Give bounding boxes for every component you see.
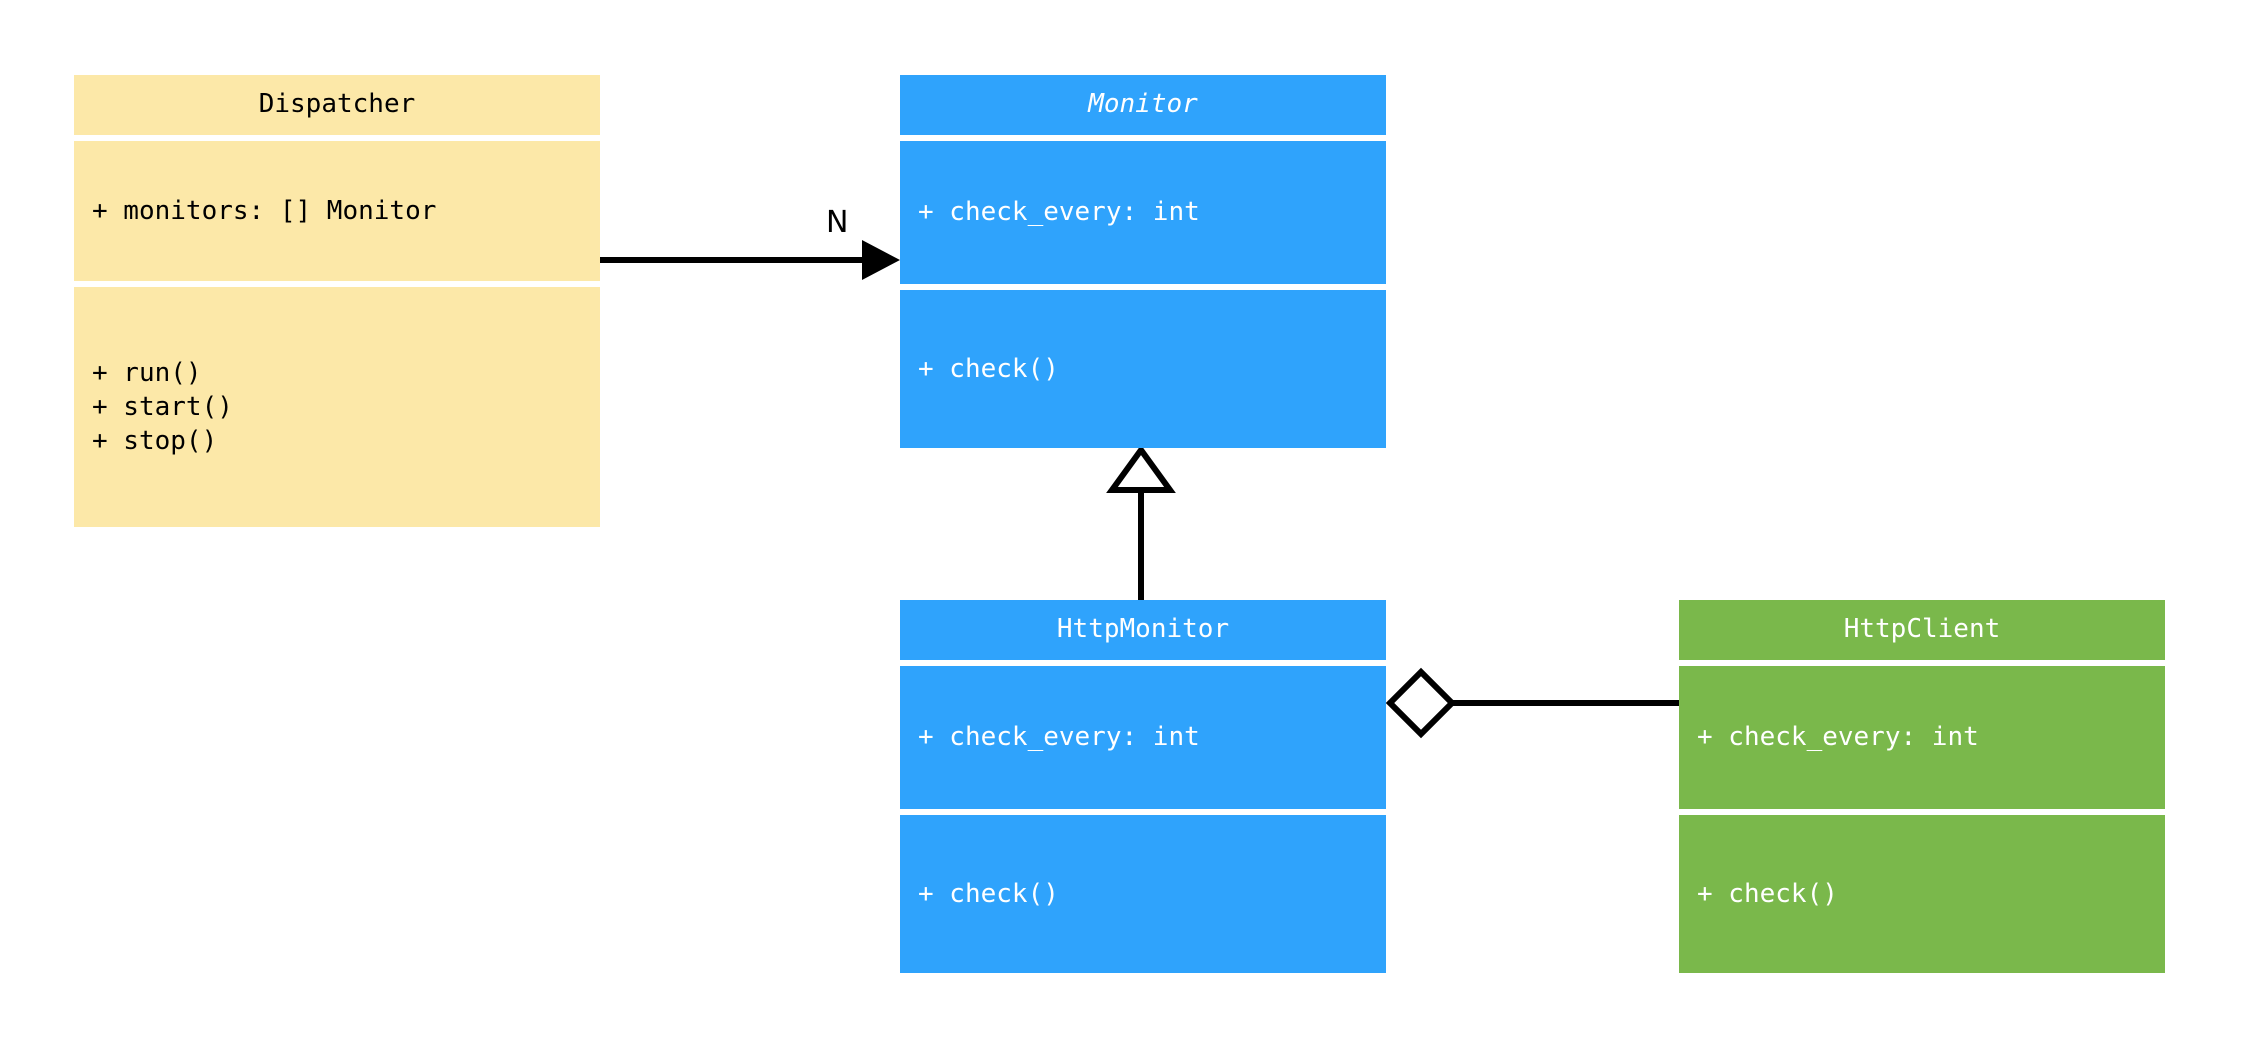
compartment-divider bbox=[900, 809, 1386, 815]
compartment-divider bbox=[1679, 660, 2165, 666]
association-multiplicity-label: N bbox=[826, 205, 849, 240]
class-box-monitor[interactable]: Monitor + check_every: int + check() bbox=[900, 75, 1386, 448]
method-row: + check() bbox=[918, 878, 1059, 909]
class-name-dispatcher: Dispatcher bbox=[74, 75, 600, 135]
generalization-hollow-triangle-icon bbox=[1106, 444, 1176, 493]
attribute-row: + check_every: int bbox=[1697, 722, 1979, 753]
class-name-monitor: Monitor bbox=[900, 75, 1386, 135]
compartment-divider bbox=[900, 660, 1386, 666]
attributes-compartment-dispatcher: + monitors: [] Monitor bbox=[74, 141, 600, 281]
compartment-divider bbox=[1679, 809, 2165, 815]
class-name-http-client: HttpClient bbox=[1679, 600, 2165, 660]
method-row: + check() bbox=[918, 353, 1059, 384]
attributes-compartment-http-client: + check_every: int bbox=[1679, 666, 2165, 809]
attribute-row: + check_every: int bbox=[918, 722, 1200, 753]
method-row: + start() bbox=[92, 391, 233, 422]
compartment-divider bbox=[900, 284, 1386, 290]
aggregation-httpmonitor-httpclient bbox=[1385, 667, 1679, 739]
aggregation-hollow-diamond-icon bbox=[1385, 667, 1457, 739]
methods-compartment-http-client: + check() bbox=[1679, 815, 2165, 973]
association-dispatcher-monitor bbox=[600, 240, 900, 280]
method-row: + run() bbox=[92, 357, 202, 388]
attributes-compartment-monitor: + check_every: int bbox=[900, 141, 1386, 284]
class-name-http-monitor: HttpMonitor bbox=[900, 600, 1386, 660]
class-box-http-client[interactable]: HttpClient + check_every: int + check() bbox=[1679, 600, 2165, 973]
association-arrowhead-icon bbox=[862, 240, 900, 280]
attribute-row: + check_every: int bbox=[918, 197, 1200, 228]
attribute-row: + monitors: [] Monitor bbox=[92, 195, 437, 226]
method-row: + stop() bbox=[92, 426, 218, 457]
compartment-divider bbox=[74, 135, 600, 141]
compartment-divider bbox=[900, 135, 1386, 141]
generalization-httpmonitor-monitor bbox=[1106, 444, 1176, 600]
methods-compartment-dispatcher: + run() + start() + stop() bbox=[74, 287, 600, 527]
method-row: + check() bbox=[1697, 878, 1838, 909]
attributes-compartment-http-monitor: + check_every: int bbox=[900, 666, 1386, 809]
class-box-dispatcher[interactable]: Dispatcher + monitors: [] Monitor + run(… bbox=[74, 75, 600, 527]
methods-compartment-monitor: + check() bbox=[900, 290, 1386, 448]
class-box-http-monitor[interactable]: HttpMonitor + check_every: int + check() bbox=[900, 600, 1386, 973]
methods-compartment-http-monitor: + check() bbox=[900, 815, 1386, 973]
compartment-divider bbox=[74, 281, 600, 287]
